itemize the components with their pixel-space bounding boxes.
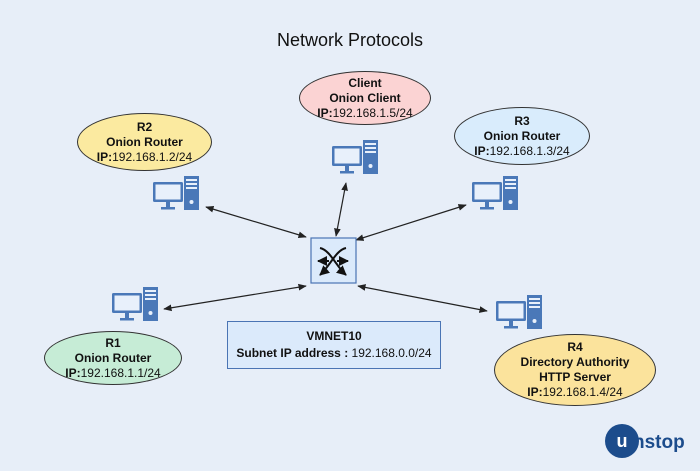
r3-ip-value: 192.168.1.3/24	[489, 143, 570, 158]
r3-ip: IP:192.168.1.3/24	[474, 144, 569, 159]
unstop-logo: u nstop	[605, 424, 685, 458]
diagram-title: Network Protocols	[276, 30, 424, 50]
vmnet-subnet-label: Subnet IP address :	[236, 346, 349, 360]
r2-ip-label: IP:	[96, 149, 113, 164]
r4-node: R4 Directory Authority HTTP Server IP:19…	[494, 334, 656, 406]
r3-role: Onion Router	[483, 128, 561, 143]
r3-name: R3	[514, 113, 530, 128]
r1-ip-label: IP:	[65, 365, 81, 380]
vmnet-subnet: Subnet IP address : 192.168.0.0/24	[228, 345, 440, 362]
r4-computer-icon	[496, 295, 542, 329]
r1-name: R1	[105, 335, 121, 350]
client-computer-icon	[332, 140, 378, 174]
r4-name: R4	[567, 340, 583, 354]
switch-icon	[310, 237, 357, 284]
link-r3	[355, 204, 467, 241]
r1-node: R1 Onion Router IP:192.168.1.1/24	[44, 331, 182, 385]
r1-ip-value: 192.168.1.1/24	[80, 365, 161, 380]
r2-computer-icon	[153, 176, 199, 210]
r4-role2: HTTP Server	[539, 370, 611, 384]
client-ip-value: 192.168.1.5/24	[332, 105, 413, 120]
link-r2	[205, 205, 307, 239]
r4-ip: IP:192.168.1.4/24	[527, 385, 622, 400]
client-role: Onion Client	[329, 90, 401, 105]
r3-computer-icon	[472, 176, 518, 210]
r2-ip-value: 192.168.1.2/24	[112, 149, 193, 164]
r4-ip-value: 192.168.1.4/24	[542, 385, 623, 399]
vmnet-box: VMNET10 Subnet IP address : 192.168.0.0/…	[227, 321, 441, 369]
r4-ip-label: IP:	[527, 385, 543, 399]
r2-ip: IP:192.168.1.2/24	[97, 150, 192, 165]
r3-ip-label: IP:	[474, 143, 490, 158]
r2-name: R2	[136, 119, 153, 134]
client-node: Client Onion Client IP:192.168.1.5/24	[299, 71, 431, 125]
r2-role: Onion Router	[106, 134, 183, 149]
r1-computer-icon	[112, 287, 158, 321]
link-r1	[163, 283, 307, 312]
client-ip-label: IP:	[317, 105, 333, 120]
r2-node: R2 Onion Router IP:192.168.1.2/24	[77, 113, 212, 171]
client-name: Client	[348, 75, 382, 90]
vmnet-name: VMNET10	[306, 329, 362, 343]
r3-node: R3 Onion Router IP:192.168.1.3/24	[454, 107, 590, 165]
link-client	[334, 182, 348, 237]
r1-ip: IP:192.168.1.1/24	[65, 366, 160, 381]
logo-text-rest: nstop	[633, 432, 685, 453]
client-ip: IP:192.168.1.5/24	[317, 106, 412, 121]
link-r4	[357, 284, 488, 313]
r1-role: Onion Router	[74, 350, 152, 365]
r4-role: Directory Authority	[520, 355, 630, 369]
vmnet-subnet-value: 192.168.0.0/24	[351, 346, 432, 360]
logo-text-u: u	[617, 431, 628, 451]
